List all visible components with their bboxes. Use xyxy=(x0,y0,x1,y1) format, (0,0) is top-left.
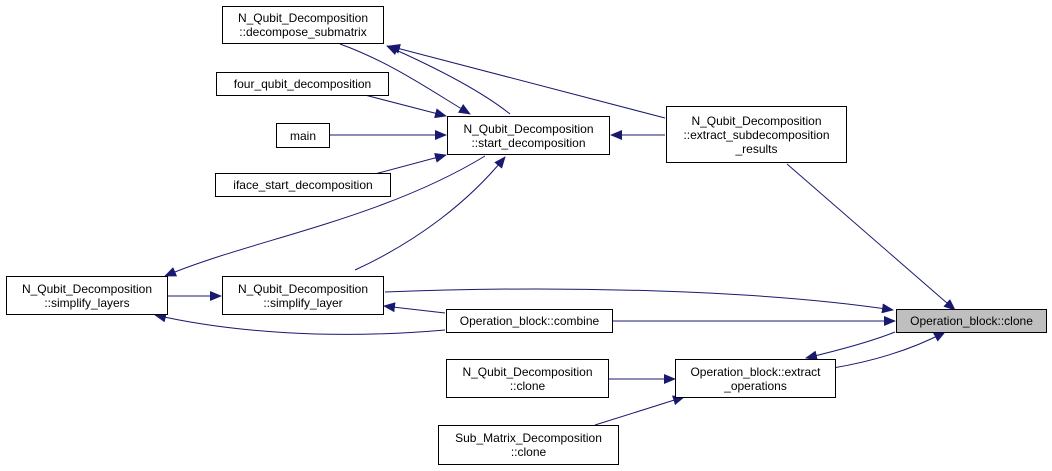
node-label: Operation_block::extract xyxy=(690,364,821,379)
node-label: ::clone xyxy=(509,378,546,393)
edge-simplify-layer-to-start xyxy=(354,156,506,271)
node-simplify-layers[interactable]: N_Qubit_Decomposition ::simplify_layers xyxy=(6,276,168,315)
node-extract-operations[interactable]: Operation_block::extract _operations xyxy=(675,359,836,398)
node-label: Operation_block::clone xyxy=(910,314,1033,328)
edge-simplify-layer-to-clone xyxy=(384,288,894,314)
node-label: N_Qubit_Decomposition xyxy=(691,113,822,128)
edge-start-to-decompose-submatrix xyxy=(386,45,511,115)
node-label: _operations xyxy=(724,378,787,393)
node-nqd-clone[interactable]: N_Qubit_Decomposition ::clone xyxy=(446,359,609,398)
node-extract-subdecomposition-results[interactable]: N_Qubit_Decomposition ::extract_subdecom… xyxy=(666,106,847,163)
edge-extract-sub-to-clone xyxy=(786,163,956,311)
edge-clone-to-extract-operations xyxy=(805,331,896,361)
node-label: N_Qubit_Decomposition xyxy=(237,11,369,25)
node-label: Operation_block::combine xyxy=(459,314,600,328)
node-label: N_Qubit_Decomposition xyxy=(21,281,153,296)
edge-four-qubit-to-start xyxy=(360,93,447,119)
edge-smd-clone-to-extract-operations xyxy=(594,395,685,426)
node-label: N_Qubit_Decomposition xyxy=(463,121,594,136)
edge-extract-sub-to-decompose-submatrix xyxy=(388,43,666,119)
node-label: Sub_Matrix_Decomposition xyxy=(455,431,602,445)
node-combine[interactable]: Operation_block::combine xyxy=(446,309,613,333)
node-smd-clone[interactable]: Sub_Matrix_Decomposition ::clone xyxy=(438,425,619,465)
edge-iface-to-start xyxy=(370,153,447,176)
node-label: ::simplify_layer xyxy=(263,295,343,310)
node-label: ::simplify_layers xyxy=(44,295,130,310)
node-clone-focus: Operation_block::clone xyxy=(896,309,1047,333)
node-label: ::extract_subdecomposition xyxy=(683,127,830,142)
node-iface-start-decomposition[interactable]: iface_start_decomposition xyxy=(215,173,391,197)
node-label: N_Qubit_Decomposition xyxy=(237,281,369,296)
node-simplify-layer[interactable]: N_Qubit_Decomposition ::simplify_layer xyxy=(222,276,384,315)
node-label: ::decompose_submatrix xyxy=(239,25,367,39)
edge-extract-operations-to-clone xyxy=(832,331,946,369)
node-label: main xyxy=(289,128,316,143)
node-label: ::start_decomposition xyxy=(471,135,586,150)
node-four-qubit-decomposition[interactable]: four_qubit_decomposition xyxy=(216,72,389,96)
node-start-decomposition[interactable]: N_Qubit_Decomposition ::start_decomposit… xyxy=(447,116,610,155)
node-label: four_qubit_decomposition xyxy=(233,77,372,91)
node-main[interactable]: main xyxy=(276,123,330,148)
node-label: _results xyxy=(735,141,778,156)
node-decompose-submatrix[interactable]: N_Qubit_Decomposition ::decompose_submat… xyxy=(222,6,384,44)
edge-combine-to-simplify-layers xyxy=(154,312,446,335)
edge-decompose-submatrix-to-start xyxy=(339,43,471,115)
node-label: N_Qubit_Decomposition xyxy=(462,364,593,379)
edge-combine-to-simplify-layer xyxy=(383,302,446,314)
node-label: iface_start_decomposition xyxy=(233,178,373,192)
edge-start-to-simplify-layers xyxy=(164,155,486,277)
node-label: ::clone xyxy=(510,445,547,459)
